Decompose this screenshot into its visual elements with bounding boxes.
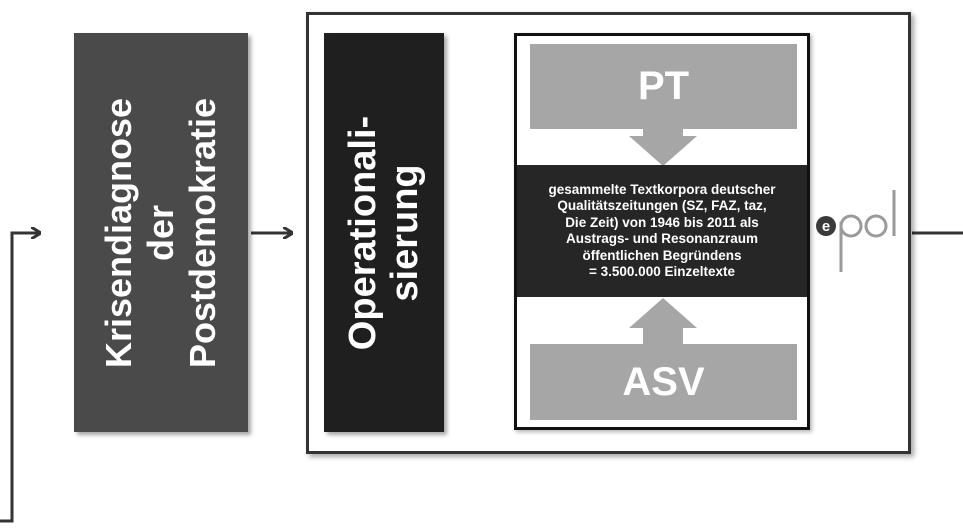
pt-down-arrow	[629, 127, 697, 166]
asv-label: ASV	[622, 359, 705, 404]
korpus-line-4: Austrags- und Resonanzraum	[565, 231, 759, 246]
krisendiagnose-box: Krisendiagnose der Postdemokratie	[74, 33, 248, 432]
korpus-line-6: = 3.500.000 Einzeltexte	[589, 264, 735, 279]
pt-box: PT	[530, 44, 797, 129]
asv-up-arrow	[629, 298, 697, 345]
korpus-line-3: Die Zeit) von 1946 bis 2011 als	[565, 214, 759, 230]
korpus-line-1: gesammelte Textkorpora deutscher	[548, 181, 776, 197]
pt-label: PT	[637, 64, 690, 108]
epol-logo-icon: e	[816, 190, 896, 272]
svg-text:e: e	[822, 218, 830, 235]
korpus-description-band: gesammelte Textkorpora deutscher Qualitä…	[517, 165, 807, 297]
operationalisierung-box: Operationali- sierung	[324, 33, 444, 432]
epol-logo: e	[812, 186, 908, 276]
asv-box: ASV	[530, 344, 797, 420]
feedback-return-line	[0, 233, 40, 523]
korpus-line-2: Qualitätszeitungen (SZ, FAZ, taz,	[557, 198, 767, 213]
korpus-line-5: öffentlichen Begründens	[582, 247, 742, 263]
